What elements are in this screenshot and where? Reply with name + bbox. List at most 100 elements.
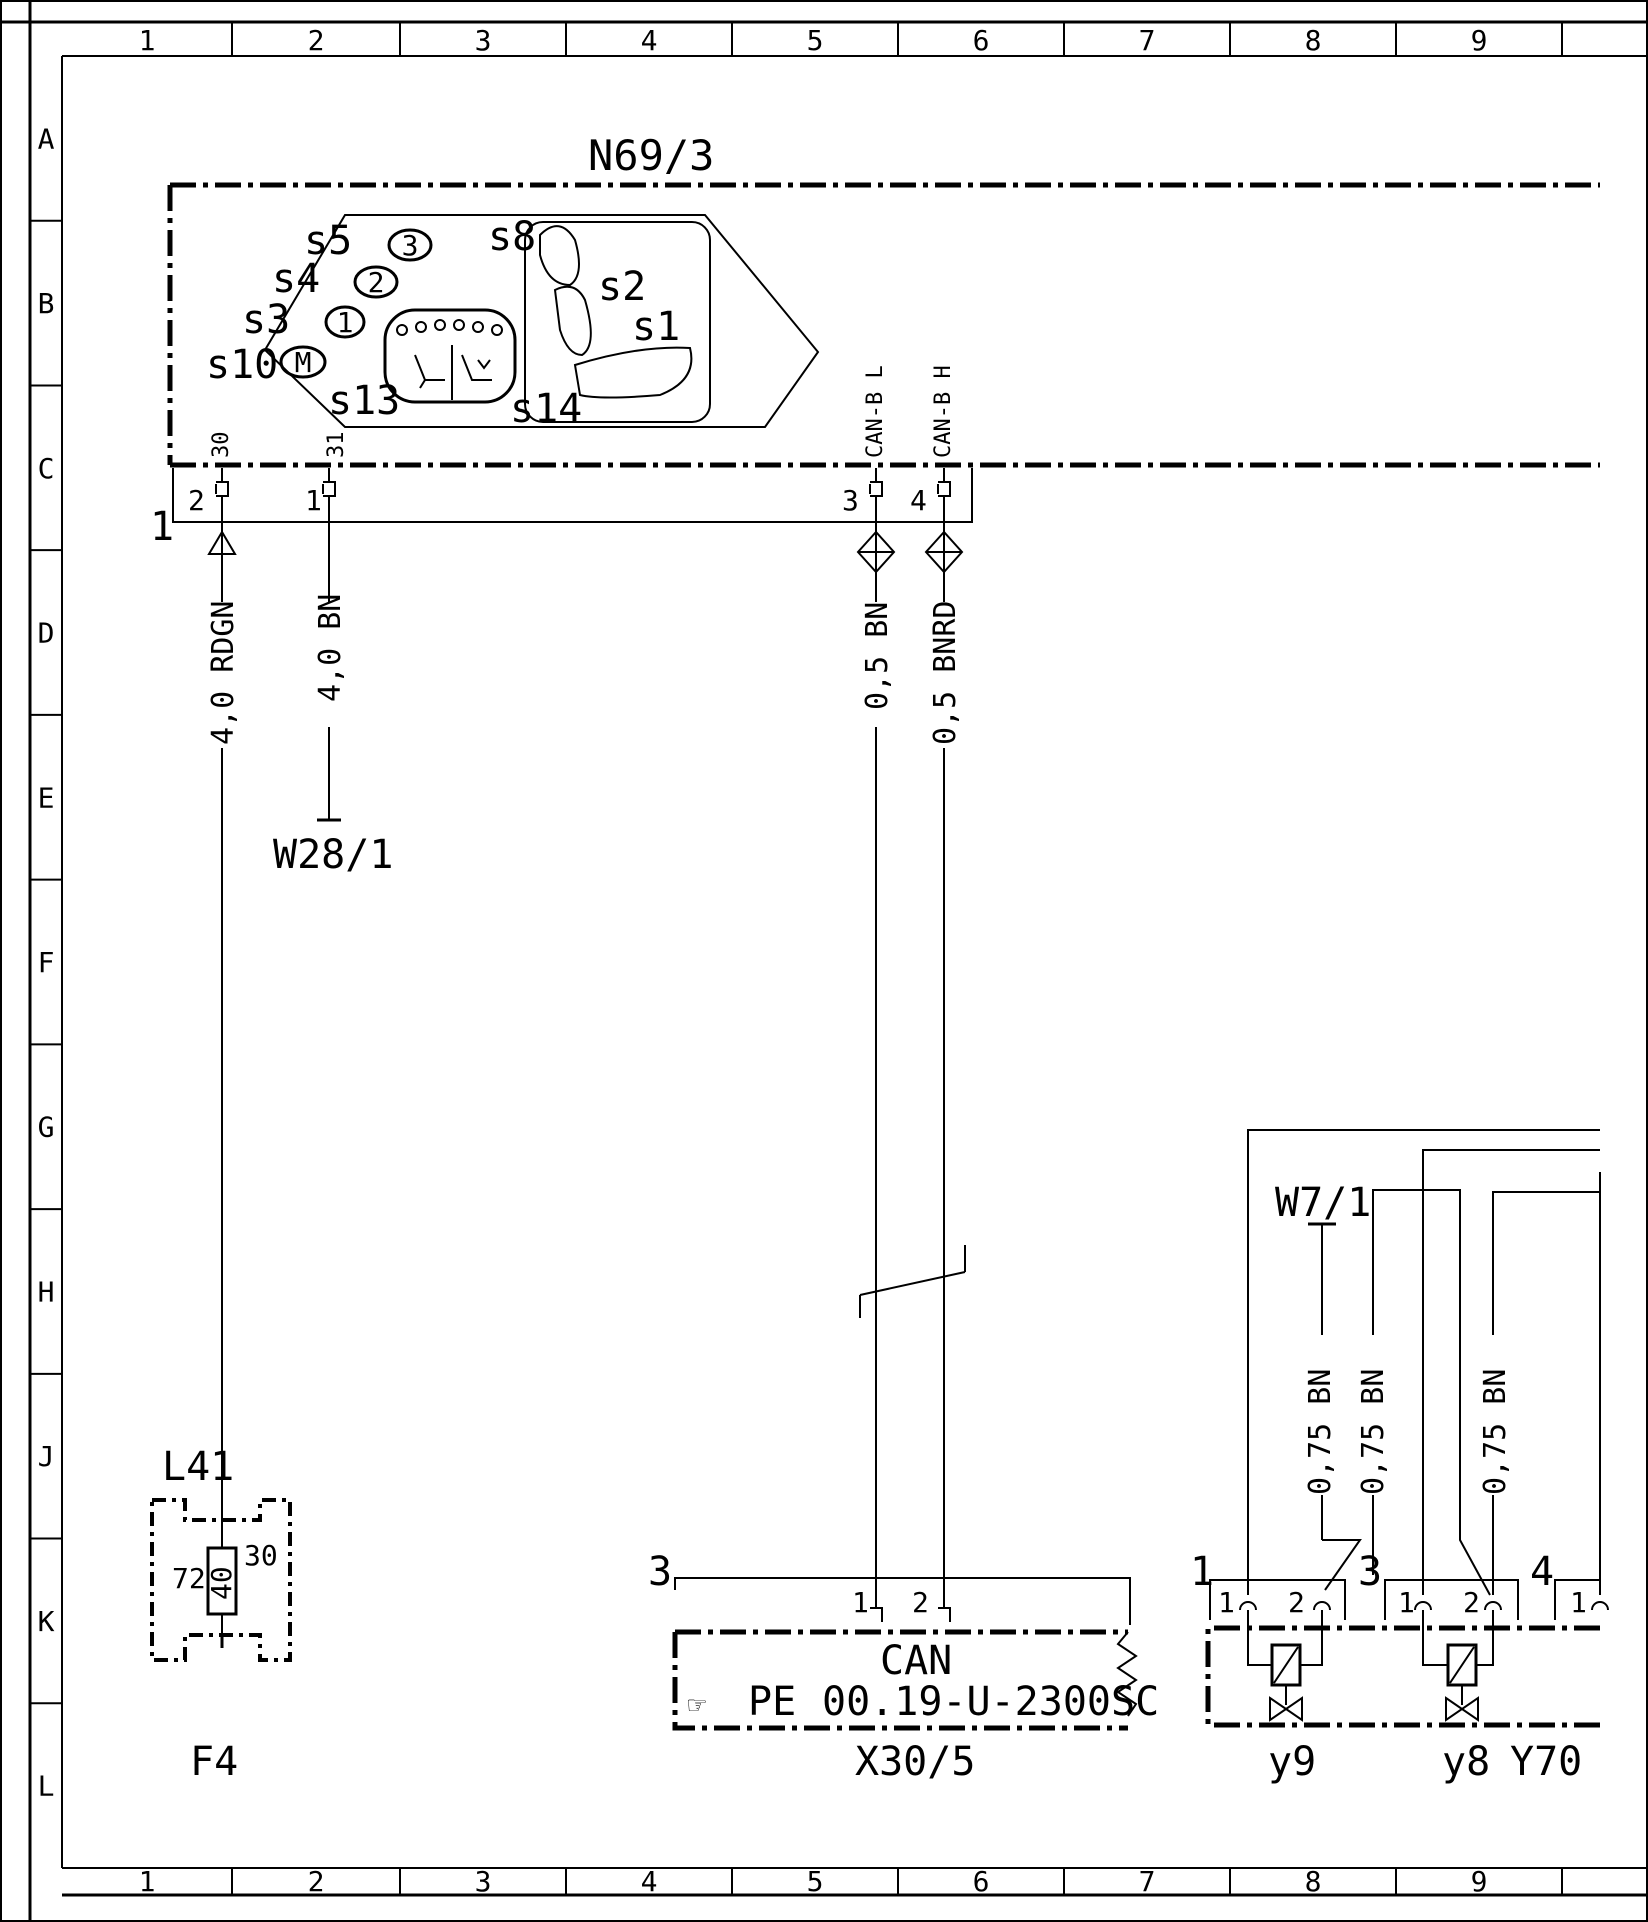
pin-label: 2 — [1463, 1586, 1480, 1619]
grid-row-label: E — [38, 781, 55, 814]
memory-button-1: 1 — [324, 305, 366, 339]
grid-column-label: 8 — [1305, 1865, 1322, 1898]
wire-rdgn: 4,0 RDGN — [205, 496, 241, 1510]
pin-label: 72 — [172, 1562, 206, 1595]
grid-column-label: 5 — [807, 24, 824, 57]
grid-column-label: 9 — [1471, 24, 1488, 57]
switch-label: s14 — [510, 386, 582, 432]
grid-row-label: A — [38, 122, 55, 155]
pin-label: 2 — [188, 484, 205, 517]
y70-label: Y70 — [1510, 1739, 1582, 1785]
grid-column-label: 6 — [973, 1865, 990, 1898]
pin-label: 1 — [1570, 1586, 1587, 1619]
grid-column-label: 9 — [1471, 1865, 1488, 1898]
reference-code: 00.19-U-2300SC — [822, 1679, 1159, 1725]
pin-label: 3 — [842, 484, 859, 517]
y70-connector-label: 3 — [1358, 1549, 1382, 1595]
y8-label: y8 — [1442, 1739, 1490, 1785]
seat-vent-icon — [461, 354, 492, 381]
indicator-leds — [396, 319, 503, 336]
pin-label: 1 — [305, 484, 322, 517]
pin-label: 30 — [244, 1539, 278, 1572]
wire-can-b-l: 0,5 BN — [856, 496, 896, 1608]
switch-label: s4 — [272, 256, 320, 302]
n69-3-label: N69/3 — [588, 131, 714, 180]
grid-column-label: 1 — [139, 24, 156, 57]
grid-row-label: L — [38, 1770, 55, 1803]
wire-can-b-h: 0,5 BNRD — [924, 496, 964, 1608]
pin-label: 2 — [1288, 1586, 1305, 1619]
grid-column-label: 3 — [475, 24, 492, 57]
w28-1-label: W28/1 — [273, 832, 393, 878]
y70-connector-label: 4 — [1530, 1549, 1554, 1595]
switch-label: s3 — [242, 297, 290, 343]
wire-bn-ground: 4,0 BN W28/1 — [273, 496, 393, 878]
wire-label: 0,75 BN — [1478, 1369, 1513, 1495]
grid-column-label: 3 — [475, 1865, 492, 1898]
can-title: CAN — [880, 1638, 952, 1684]
terminal-can-b-h-label: CAN-B H — [931, 365, 956, 458]
grid-column-label: 7 — [1139, 1865, 1156, 1898]
reference-prefix: PE — [748, 1679, 796, 1725]
grid-row-label: H — [38, 1275, 55, 1308]
wire-label: 0,75 BN — [1356, 1369, 1391, 1495]
switch-label: s1 — [632, 304, 680, 350]
grid-row-label: D — [38, 617, 55, 650]
grid-row-label: B — [38, 287, 55, 320]
connector-1-label: 1 — [150, 504, 174, 550]
grid-column-label: 4 — [641, 1865, 658, 1898]
svg-text:M: M — [295, 346, 312, 379]
switch-label: s2 — [598, 264, 646, 310]
pin-label: 2 — [912, 1586, 929, 1619]
x30-5-can-connector: 3 1 2 CAN ☞ PE 00.19-U-2300SC X30/5 — [648, 1549, 1159, 1785]
grid-column-label: 4 — [641, 24, 658, 57]
grid-column-label: 2 — [308, 24, 325, 57]
terminal-30-label: 30 — [209, 432, 234, 459]
switch-label: s10 — [206, 342, 278, 388]
wire-label: 0,5 BN — [860, 602, 895, 710]
reference-pointer-icon: ☞ — [688, 1688, 706, 1723]
heater-switch-block — [383, 308, 517, 404]
x30-5-label: X30/5 — [855, 1739, 975, 1785]
y9-label: y9 — [1268, 1739, 1316, 1785]
wire-label: 4,0 RDGN — [206, 601, 241, 746]
wire-label: 4,0 BN — [313, 594, 348, 702]
seat-control-panel-outline — [263, 214, 820, 428]
pin-label: 1 — [1218, 1586, 1235, 1619]
pin-label: 4 — [910, 484, 927, 517]
valve-y9: y9 — [1247, 1610, 1323, 1785]
terminal-31-label: 31 — [324, 432, 349, 459]
l41-fuse-block: L41 40 72 30 F4 — [150, 1444, 292, 1785]
pin-label: 1 — [1398, 1586, 1415, 1619]
grid-row-label: K — [38, 1605, 55, 1638]
grid-column-label: 7 — [1139, 24, 1156, 57]
wire-label: 0,5 BNRD — [928, 601, 963, 746]
svg-text:2: 2 — [368, 266, 385, 299]
grid-row-label: J — [38, 1440, 55, 1473]
grid-column-label: 2 — [308, 1865, 325, 1898]
seat-heater-icon — [414, 354, 445, 389]
twisted-pair-marker — [859, 1245, 966, 1318]
f4-label: F4 — [190, 1739, 238, 1785]
memory-button-m: M — [279, 345, 327, 379]
x30-5-connector-label: 3 — [648, 1549, 672, 1595]
pin-label: 1 — [852, 1586, 869, 1619]
switch-label: s5 — [304, 218, 352, 264]
l41-label: L41 — [162, 1444, 234, 1490]
seat-switch-icon — [539, 225, 693, 399]
grid-row-label: G — [38, 1111, 55, 1144]
grid-column-label: 6 — [973, 24, 990, 57]
grid-column-label: 8 — [1305, 24, 1322, 57]
switch-label: s8 — [488, 214, 536, 260]
grid-column-label: 1 — [139, 1865, 156, 1898]
y70-connector-label: 1 — [1190, 1549, 1214, 1595]
grid-column-labels-top: 1 2 3 4 5 6 7 8 9 — [139, 22, 1488, 57]
grid-row-label: F — [38, 946, 55, 979]
wire-label: 0,75 BN — [1303, 1369, 1338, 1495]
valve-y8: y8 — [1422, 1610, 1494, 1785]
n69-3-module: N69/3 3 2 1 — [150, 131, 1600, 550]
